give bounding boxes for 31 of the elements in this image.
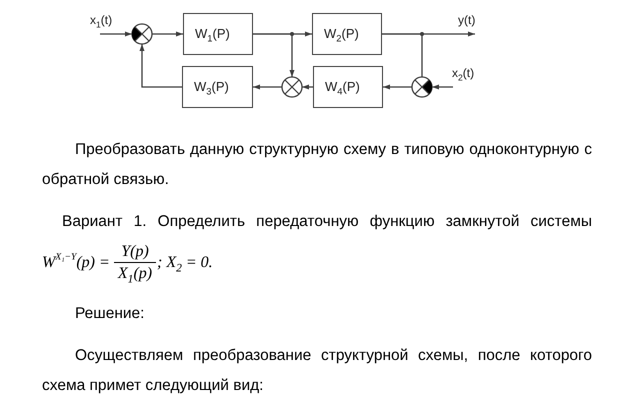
block-label: W$_{3}$(P) xyxy=(194,79,229,95)
signal-label: x$_{2}$(t) xyxy=(452,65,474,87)
formula-text: W$^{X₁−Y}$(p) = xyxy=(42,254,110,272)
paragraph-text: Вариант 1. Определить передаточную функцию замкнутой системы xyxy=(61,212,592,232)
paragraph-text: Осуществляем преобразование структурной схемы, после которого схема примет следующий вид: xyxy=(42,346,592,396)
block-label: W$_{4}$(P) xyxy=(325,79,360,95)
signal-arrow xyxy=(383,84,412,90)
summing-junction xyxy=(411,76,433,98)
formula-text: ; X$_{2}$ = 0. xyxy=(157,254,213,272)
signal-arrow xyxy=(100,32,132,36)
paragraph-text: Преобразовать данную структурную схему в типовую одноконтурную с обратной связью. xyxy=(42,140,592,190)
summing-junction xyxy=(131,23,153,45)
summing-junction xyxy=(281,76,303,98)
block-label: W$_{1}$(P) xyxy=(195,26,230,42)
block-label: W$_{2}$(P) xyxy=(324,26,359,42)
signal-label: y(t) xyxy=(458,12,476,34)
signal-arrow xyxy=(152,32,183,36)
signal-arrow xyxy=(253,33,294,77)
fraction-numerator: Y(p) xyxy=(114,243,156,263)
signal-arrow xyxy=(140,44,182,88)
transfer-block xyxy=(313,66,383,108)
signal-arrow xyxy=(302,84,313,90)
transfer-block xyxy=(312,13,382,55)
transfer-block xyxy=(183,13,253,55)
signal-label: x$_{1}$(t) xyxy=(90,12,112,34)
signal-arrow xyxy=(253,84,282,90)
paragraph-text: Решение: xyxy=(75,304,144,324)
transfer-block xyxy=(182,66,253,108)
signal-arrow xyxy=(432,84,453,90)
fraction-denominator: X$_{1}$(p) xyxy=(116,265,154,283)
signal-line xyxy=(382,33,423,77)
